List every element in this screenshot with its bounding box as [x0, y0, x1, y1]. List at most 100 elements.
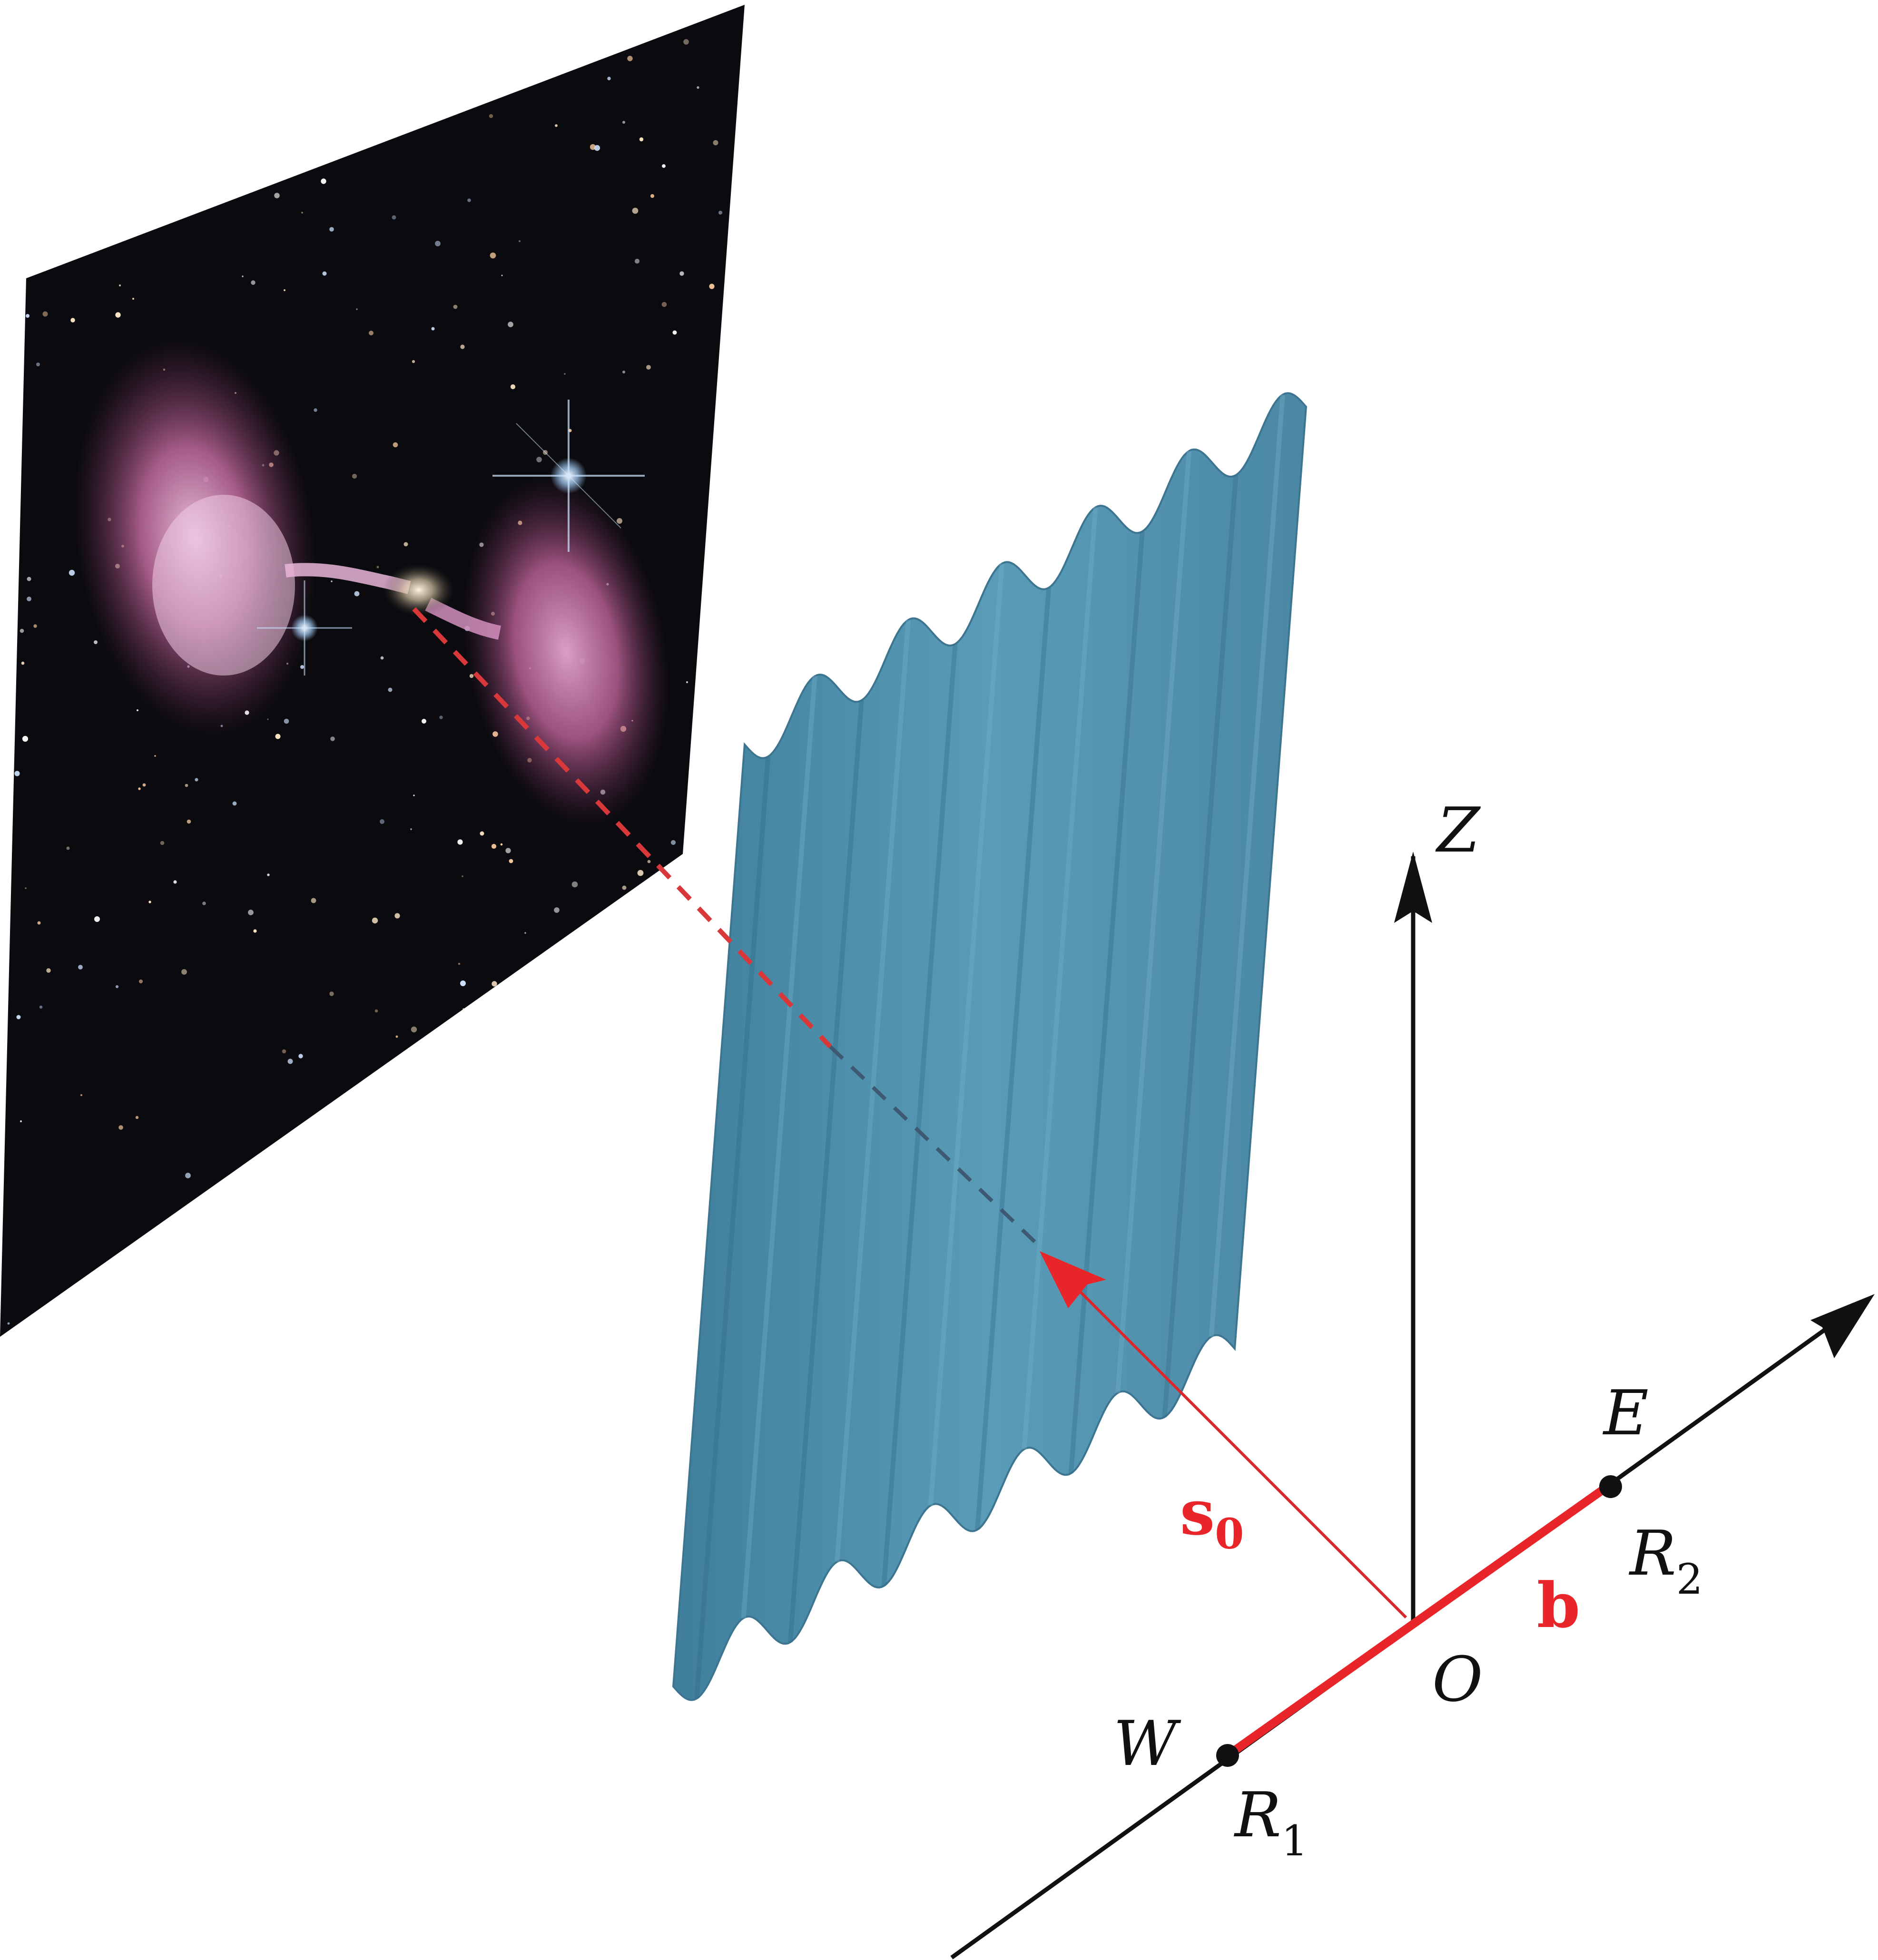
star [369, 331, 374, 335]
star [598, 1314, 602, 1319]
line-of-sight-dashed-grey [829, 1045, 1041, 1248]
r2-main: R [1629, 1517, 1676, 1589]
star [69, 569, 75, 576]
star [494, 1305, 497, 1308]
star [564, 373, 566, 375]
star [524, 1054, 526, 1056]
star [94, 916, 100, 922]
sky-panel [0, 5, 745, 1337]
star [36, 363, 40, 366]
star [672, 330, 677, 335]
star [412, 360, 415, 363]
star [662, 164, 666, 168]
star [732, 587, 736, 591]
star [510, 384, 516, 390]
star [679, 271, 684, 276]
star [454, 1241, 460, 1246]
star [513, 1196, 516, 1198]
star [22, 235, 28, 241]
antenna-r1 [1216, 1744, 1239, 1767]
star [398, 1181, 401, 1184]
star [718, 210, 723, 215]
source-vector-s0 [1052, 1264, 1407, 1619]
star [380, 819, 384, 824]
star [622, 885, 627, 890]
star [636, 1122, 640, 1127]
star [331, 580, 333, 582]
star [187, 819, 191, 824]
z-axis-arrowhead [1394, 852, 1432, 923]
star [489, 114, 493, 118]
star [453, 16, 456, 19]
star [300, 665, 304, 669]
star [640, 1091, 646, 1097]
star [197, 61, 203, 67]
star [694, 762, 699, 767]
star [42, 311, 48, 317]
star [210, 1307, 213, 1310]
star [683, 1076, 686, 1079]
star [695, 1156, 702, 1163]
r1-subscript: 1 [1281, 1816, 1308, 1865]
star [64, 85, 69, 89]
antenna-r2 [1599, 1475, 1622, 1498]
star [678, 975, 683, 980]
star [462, 1008, 464, 1010]
bright-star [257, 580, 352, 676]
star [36, 9, 41, 14]
radio-galaxy-image [0, 5, 745, 1337]
star [541, 1169, 542, 1171]
star [659, 974, 661, 976]
star [392, 215, 396, 220]
star [480, 831, 484, 836]
r1-label: R1 [1234, 1779, 1308, 1865]
star [138, 787, 141, 790]
star [376, 566, 379, 568]
wavefront-ridge [787, 700, 864, 1643]
star [125, 111, 128, 114]
star [185, 784, 188, 787]
star [264, 112, 267, 116]
star [16, 1015, 21, 1019]
star [571, 881, 578, 888]
star [20, 1120, 22, 1123]
star [374, 1009, 378, 1013]
star [39, 1005, 43, 1009]
star [683, 1035, 689, 1040]
star [556, 969, 560, 972]
star [410, 828, 412, 830]
radio-jet-left [285, 563, 411, 594]
bright-star [492, 400, 645, 552]
star [7, 1322, 10, 1325]
star [422, 719, 426, 724]
star [395, 1035, 398, 1038]
star [674, 1137, 680, 1143]
star [4, 806, 10, 813]
star [670, 840, 676, 845]
star [388, 687, 393, 692]
star [78, 965, 83, 970]
star [641, 1084, 644, 1087]
star [20, 628, 24, 633]
star [118, 284, 121, 287]
star [635, 1084, 639, 1088]
star [678, 899, 684, 905]
star [661, 302, 667, 307]
star [33, 624, 37, 628]
source-vector-main: s [1180, 1476, 1215, 1549]
wavefront-ridge [1115, 451, 1192, 1393]
wavefront-ridge [881, 644, 958, 1587]
star [118, 1125, 123, 1130]
star [650, 194, 654, 198]
star [251, 280, 256, 285]
star [505, 848, 511, 853]
star [287, 1058, 293, 1064]
star [467, 198, 471, 202]
star [647, 860, 651, 863]
star [311, 898, 316, 903]
star [372, 917, 378, 924]
star [185, 1173, 191, 1178]
star [305, 113, 307, 116]
star [46, 968, 51, 973]
star [154, 755, 156, 757]
